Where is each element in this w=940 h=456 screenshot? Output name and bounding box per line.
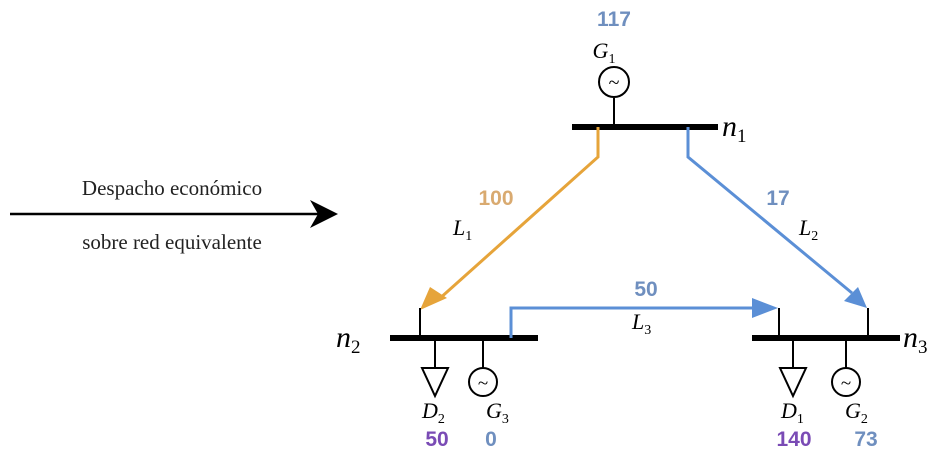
g1-symbol: ~ <box>609 72 620 94</box>
g2-symbol: ~ <box>841 373 851 394</box>
generator-g2-output: 73 <box>854 428 877 451</box>
line-l2 <box>686 127 869 338</box>
bus-n3-label: n3 <box>903 321 928 358</box>
g3-symbol: ~ <box>478 373 488 394</box>
line-l3-flow: 50 <box>634 278 657 301</box>
demand-d2-label: D2 <box>421 398 445 427</box>
demand-d1-label: D1 <box>780 398 804 427</box>
line-l3 <box>509 298 780 338</box>
generator-g1-icon <box>598 66 630 98</box>
demand-d2-value: 50 <box>425 428 448 451</box>
generator-g3-icon <box>468 367 498 397</box>
demand-d2-icon <box>420 338 450 399</box>
line-l1-flow: 100 <box>478 187 513 210</box>
caption-line-1: Despacho económico <box>82 176 262 200</box>
generator-g2-label: G2 <box>845 398 868 427</box>
caption-arrow <box>10 200 338 228</box>
line-l1-label: L1 <box>452 215 472 244</box>
generator-g3-output: 0 <box>485 428 497 451</box>
line-l1 <box>419 127 600 338</box>
generator-g1-output: 117 <box>597 8 631 31</box>
line-l2-label: L2 <box>798 215 818 244</box>
caption-line-2: sobre red equivalente <box>82 230 262 254</box>
line-l3-label: L3 <box>631 309 651 338</box>
bus-n1-label: n1 <box>722 110 747 147</box>
bus-n2-label: n2 <box>336 321 361 358</box>
demand-d1-value: 140 <box>776 428 811 451</box>
generator-g2-icon <box>831 367 861 397</box>
generator-g3-label: G3 <box>486 398 509 427</box>
generator-g1-label: G1 <box>593 38 616 67</box>
demand-d1-icon <box>778 338 808 399</box>
line-l2-flow: 17 <box>766 187 789 210</box>
